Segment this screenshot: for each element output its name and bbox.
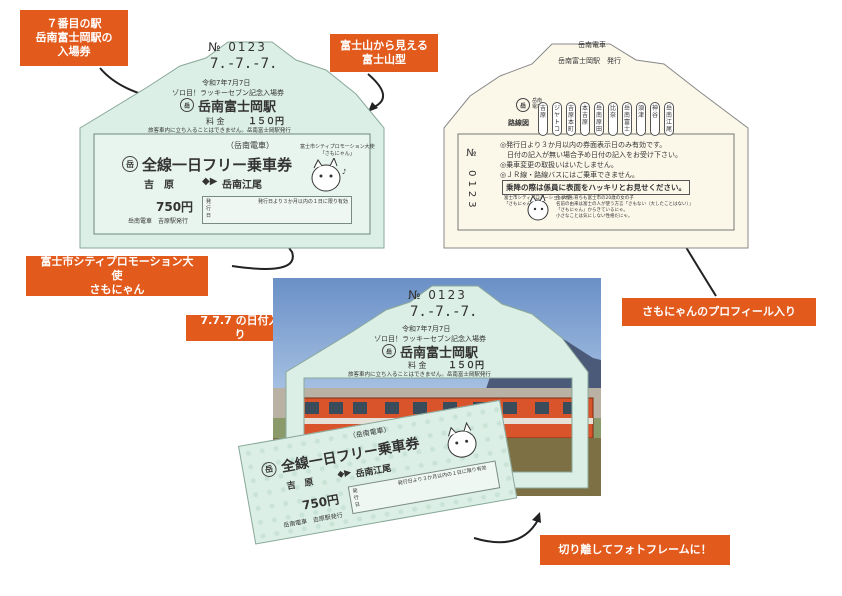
back-ticket: 岳南電車 岳南富士岡駅 発行 岳 岳南 電車 路線図 № 0123 ◎発行日より… [440, 36, 752, 250]
issue-date-label: 発 行 日 [206, 199, 212, 219]
gakunan-logo-icon: 岳 [516, 98, 530, 112]
station-pill: 岳南原田 [594, 102, 604, 136]
gakunan-logo-icon: 岳 [382, 344, 396, 358]
profile-title: 富士市シティプロモーション大使 「さもにゃん」 [504, 196, 572, 207]
gakunan-logo-icon: 岳 [260, 460, 278, 479]
issue-date-box: 発 行 日 [202, 196, 352, 224]
promo-caption: 富士市シティプロモーション大使 「さもにゃん」 [300, 144, 375, 157]
back-serial: № 0123 [466, 148, 477, 212]
gakunan-logo-icon: 岳 [180, 98, 194, 112]
pass-operator: （岳南電車） [226, 141, 274, 150]
gakunan-logo-icon: 岳 [122, 156, 138, 172]
rule-line: 日付の記入が無い場合予め日付の記入をお受け下さい。 [500, 151, 682, 159]
ticket-era-date: 令和7年7月7日 [202, 79, 251, 87]
station-pill: 岳南富士 [622, 102, 632, 136]
ticket-number: № 0123 [208, 40, 267, 54]
station-pill: 吉原 [538, 102, 548, 136]
detached-issuer: 岳南電車 吉原駅発行 [282, 511, 344, 530]
rule-line: ◎乗車変更の取扱いはいたしません。 [500, 161, 618, 169]
back-issued-by: 岳南富士岡駅 発行 [558, 57, 621, 65]
back-company: 岳南電車 [578, 41, 606, 49]
frame-era-date: 令和7年7月7日 [402, 325, 451, 333]
detached-route-to: 岳南江尾 [354, 463, 393, 480]
back-company-badge: 岳南 電車 [532, 98, 543, 110]
route-arrow-icon: ◆▶ [336, 467, 353, 481]
frame-ticket-number: № 0123 [408, 288, 467, 302]
station-pill: 岳南江尾 [664, 102, 674, 136]
ticket-fare-value: １５０円 [248, 117, 285, 127]
callout-profile: さもにゃんのプロフィール入り [622, 298, 816, 326]
frame-fare-value: １５０円 [448, 361, 485, 371]
station-pill: 須津 [636, 102, 646, 136]
samonyan-mascot-icon [447, 421, 477, 458]
station-pill: ジヤトコ [552, 102, 562, 136]
back-rules: ◎発行日より３か月以内の券面表示日のみ有効です。 日付の記入が無い場合予め日付の… [500, 140, 682, 180]
station-pill: 本吉原 [580, 102, 590, 136]
detached-route-from: 吉 原 [286, 477, 315, 493]
rule-line: ◎発行日より３か月以内の券面表示日のみ有効です。 [500, 141, 667, 149]
samonyan-mascot-icon [527, 194, 549, 221]
callout-fuji-shape: 富士山から見える 富士山型 [330, 34, 438, 72]
callout-seventh-station: ７番目の駅 岳南富士岡駅の 入場券 [20, 10, 128, 66]
station-pill: 神谷 [650, 102, 660, 136]
back-highlight: 乗降の際は係員に表面をハッキリとお見せください。 [502, 180, 690, 195]
samonyan-mascot-icon: ♪ [311, 158, 346, 192]
frame-ticket-date: 7.-7.-7. [410, 304, 478, 320]
detached-issue-label: 発 行 日 [352, 487, 361, 509]
frame-notice: 旅客車内に立ち入ることはできません。岳南富士岡駅発行 [348, 372, 491, 378]
frame-station-name: 岳南富士岡駅 [400, 346, 479, 361]
front-ticket: № 0123 7.-7.-7. 令和7年7月7日 ゾロ目！ラッキーセブン記念入場… [76, 36, 388, 250]
pass-price: 750円 [156, 200, 194, 214]
ticket-station-name: 岳南富士岡駅 [198, 100, 277, 115]
profile-text: 生まれも育ちも富士市の20歳の女の子 名前の由来は富士の人が使う方言「さもない（… [556, 196, 694, 219]
callout-cut-frame: 切り離してフォトフレームに！ [540, 535, 730, 565]
route-map-label: 路線図 [508, 119, 529, 127]
ticket-fare-label: 料 金 [206, 117, 225, 126]
ticket-notice: 旅客車内に立ち入ることはできません。岳南富士岡駅発行 [148, 128, 291, 134]
pass-title: 全線一日フリー乗車券 [142, 156, 293, 174]
station-pill: 吉原本町 [566, 102, 576, 136]
pass-issuer: 岳南電車 吉原駅発行 [128, 218, 189, 225]
rule-line: ◎ＪＲ線・路線バスにはご乗車できません。 [500, 171, 639, 179]
route-to: 岳南江尾 [222, 180, 262, 191]
ticket-event-name: ゾロ目！ラッキーセブン記念入場券 [172, 89, 284, 97]
ticket-date-punch: 7.-7.-7. [210, 56, 278, 72]
svg-text:♪: ♪ [342, 168, 346, 176]
frame-event-name: ゾロ目！ラッキーセブン記念入場券 [374, 335, 486, 343]
frame-fare-label: 料 金 [408, 361, 427, 370]
callout-promo-ambassador: 富士市シティプロモーション大使 さもにゃん [26, 255, 208, 296]
pass-valid-note: 発行日より３か月以内の１日に限り有効 [258, 199, 348, 205]
detached-pass: （岳南電車） 岳 全線一日フリー乗車券 吉 原 ◆▶ 岳南江尾 750円 岳南電… [238, 399, 518, 545]
route-arrow-icon: ◆▶ [202, 176, 218, 187]
route-from: 吉 原 [144, 180, 174, 191]
station-pill: 比奈 [608, 102, 618, 136]
